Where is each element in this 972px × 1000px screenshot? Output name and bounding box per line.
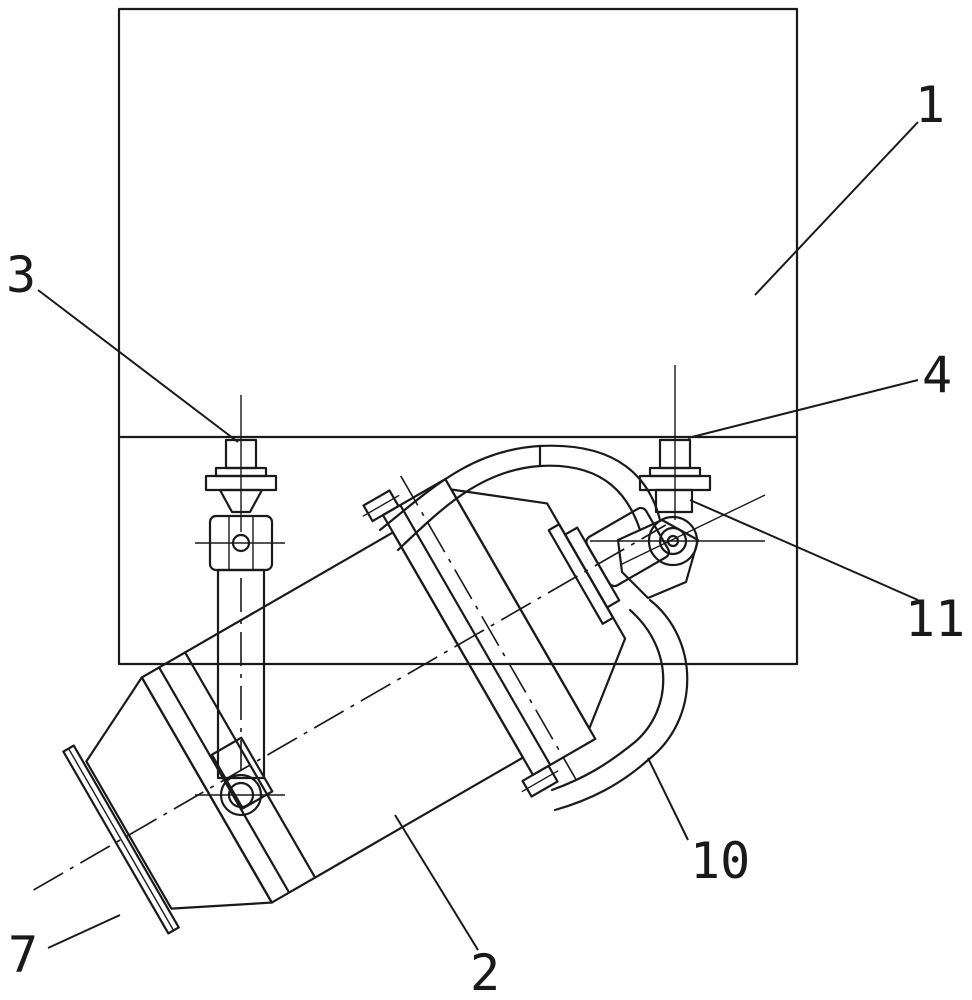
cover-axis [400, 475, 577, 780]
label-part-10: 10 [690, 832, 750, 890]
label-part-2: 2 [470, 944, 500, 1000]
frame-part-1 [117, 7, 799, 666]
cover-bolts [362, 489, 559, 798]
right-hanger-part-4 [638, 365, 712, 520]
label-part-3: 3 [6, 246, 36, 304]
funnel-cone [85, 676, 273, 910]
label-part-1: 1 [915, 76, 945, 134]
right-pivot-part-11 [590, 494, 766, 600]
left-hanger-part-3 [195, 395, 285, 817]
label-part-11: 11 [905, 590, 965, 648]
leader-lines [37, 121, 919, 951]
part-numbers: 1 3 4 11 10 7 2 [6, 76, 965, 1000]
drum-axis [33, 524, 667, 891]
outlet-flange-part-7 [62, 744, 180, 935]
label-part-7: 7 [8, 926, 38, 984]
curved-arm-part-10 [378, 444, 689, 812]
label-part-4: 4 [922, 346, 952, 404]
drum-assembly [33, 475, 671, 935]
